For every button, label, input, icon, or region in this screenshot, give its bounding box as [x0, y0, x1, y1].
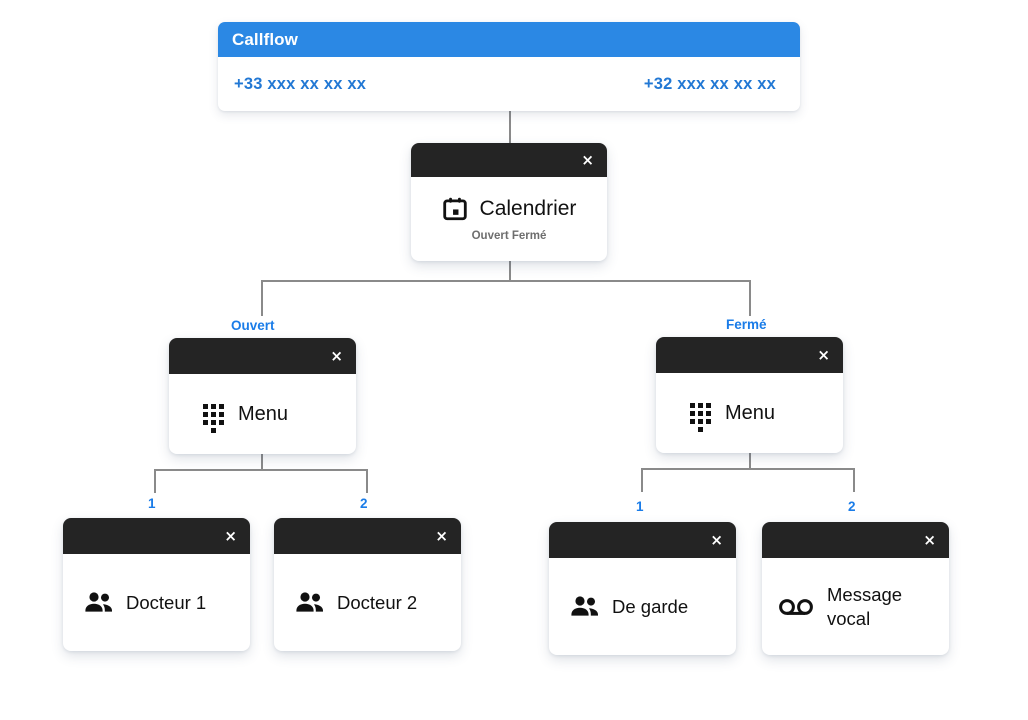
close-icon[interactable]: ×: [710, 530, 723, 549]
node-calendrier-header: ×: [411, 143, 607, 177]
node-docteur-2-label: Docteur 2: [337, 591, 418, 613]
connector-menu-ouvert-stem: [261, 454, 263, 470]
close-icon[interactable]: ×: [581, 150, 594, 169]
option-label-ouvert-2: 2: [360, 496, 368, 511]
option-label-ferme-1: 1: [636, 499, 644, 514]
callflow-root-card[interactable]: Callflow +33 xxx xx xx xx +32 xxx xx xx …: [218, 22, 800, 111]
calendar-icon: [442, 196, 468, 222]
node-docteur-1-body: Docteur 1: [63, 554, 250, 651]
node-menu-ouvert-body: Menu: [169, 374, 356, 454]
node-docteur-2[interactable]: × Docteur 2: [274, 518, 461, 651]
page-title: Callflow: [232, 29, 298, 49]
node-message-vocal-label: Message vocal: [827, 584, 903, 629]
connector-menu-ouvert-bar: [155, 469, 368, 471]
callflow-header: Callflow: [218, 22, 800, 57]
node-de-garde-body: De garde: [549, 558, 736, 655]
node-calendrier-label: Calendrier: [479, 197, 577, 220]
connector-root-to-calendrier: [509, 101, 511, 143]
voicemail-icon: [778, 596, 814, 618]
node-de-garde-label: De garde: [612, 595, 689, 617]
close-icon[interactable]: ×: [923, 530, 936, 549]
phone-number-fr[interactable]: +33 xxx xx xx xx: [234, 74, 367, 93]
close-icon[interactable]: ×: [435, 526, 448, 545]
branch-label-ferme: Fermé: [726, 317, 767, 332]
node-menu-ouvert-label: Menu: [238, 402, 289, 425]
callflow-numbers: +33 xxx xx xx xx +32 xxx xx xx xx: [218, 57, 800, 111]
connector-ferme-child-2: [853, 468, 855, 492]
connector-menu-ferme-bar: [642, 468, 855, 470]
node-docteur-2-header: ×: [274, 518, 461, 554]
connector-ouvert-child-1: [154, 469, 156, 493]
close-icon[interactable]: ×: [224, 526, 237, 545]
connector-ferme-child-1: [641, 468, 643, 492]
node-menu-ouvert-header: ×: [169, 338, 356, 374]
dialpad-icon: [690, 402, 711, 432]
close-icon[interactable]: ×: [330, 346, 343, 365]
node-docteur-1[interactable]: × Docteur 1: [63, 518, 250, 651]
node-menu-ferme[interactable]: × Menu: [656, 337, 843, 453]
node-menu-ouvert[interactable]: × Menu: [169, 338, 356, 454]
people-icon: [570, 595, 600, 619]
node-docteur-1-header: ×: [63, 518, 250, 554]
option-label-ouvert-1: 1: [148, 496, 156, 511]
branch-label-ouvert: Ouvert: [231, 318, 275, 333]
node-docteur-1-label: Docteur 1: [126, 591, 207, 613]
option-label-ferme-2: 2: [848, 499, 856, 514]
people-icon: [84, 591, 114, 615]
connector-to-menu-ferme: [749, 280, 751, 316]
node-calendrier-subtitle: Ouvert Fermé: [471, 230, 547, 242]
node-menu-ferme-body: Menu: [656, 373, 843, 453]
node-calendrier[interactable]: × Calendrier Ouvert Fermé: [411, 143, 607, 261]
node-menu-ferme-header: ×: [656, 337, 843, 373]
connector-ouvert-child-2: [366, 469, 368, 493]
connector-to-menu-ouvert: [261, 280, 263, 316]
connector-calendrier-bar: [262, 280, 750, 282]
node-calendrier-body: Calendrier Ouvert Fermé: [411, 177, 607, 261]
node-menu-ferme-label: Menu: [725, 401, 776, 424]
close-icon[interactable]: ×: [817, 345, 830, 364]
dialpad-icon: [203, 403, 224, 433]
people-icon: [295, 591, 325, 615]
node-message-vocal[interactable]: × Message vocal: [762, 522, 949, 655]
connector-calendrier-stem: [509, 261, 511, 281]
node-message-vocal-body: Message vocal: [762, 558, 949, 655]
node-docteur-2-body: Docteur 2: [274, 554, 461, 651]
connector-menu-ferme-stem: [749, 453, 751, 469]
node-de-garde-header: ×: [549, 522, 736, 558]
phone-number-be[interactable]: +32 xxx xx xx xx: [643, 74, 776, 93]
node-message-vocal-header: ×: [762, 522, 949, 558]
node-de-garde[interactable]: × De garde: [549, 522, 736, 655]
